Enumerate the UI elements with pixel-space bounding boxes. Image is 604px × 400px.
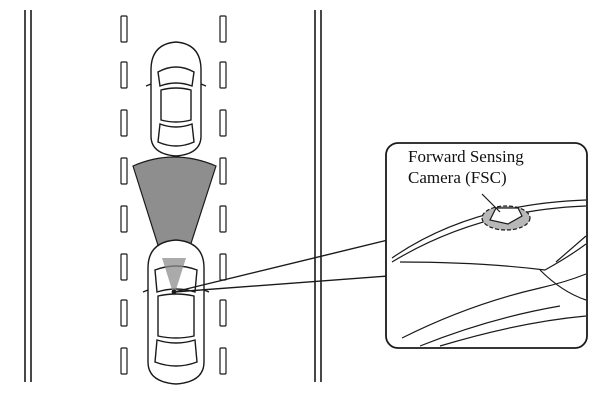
camera-label-line-1: Forward Sensing (408, 147, 524, 166)
camera-label: Forward Sensing Camera (FSC) (408, 146, 524, 188)
lane-dashes-right (219, 15, 227, 375)
lane-dashes-left (120, 15, 128, 375)
callout-box (385, 142, 588, 349)
sensing-zone (132, 156, 217, 298)
sensing-zone-tip (162, 258, 186, 296)
callout-leader (173, 239, 389, 293)
camera-icon (489, 207, 523, 225)
camera-label-line-2: Camera (FSC) (408, 168, 507, 187)
own-vehicle (142, 239, 210, 385)
vehicle-ahead (145, 41, 207, 157)
road (24, 10, 322, 382)
label-pointer (481, 193, 501, 213)
